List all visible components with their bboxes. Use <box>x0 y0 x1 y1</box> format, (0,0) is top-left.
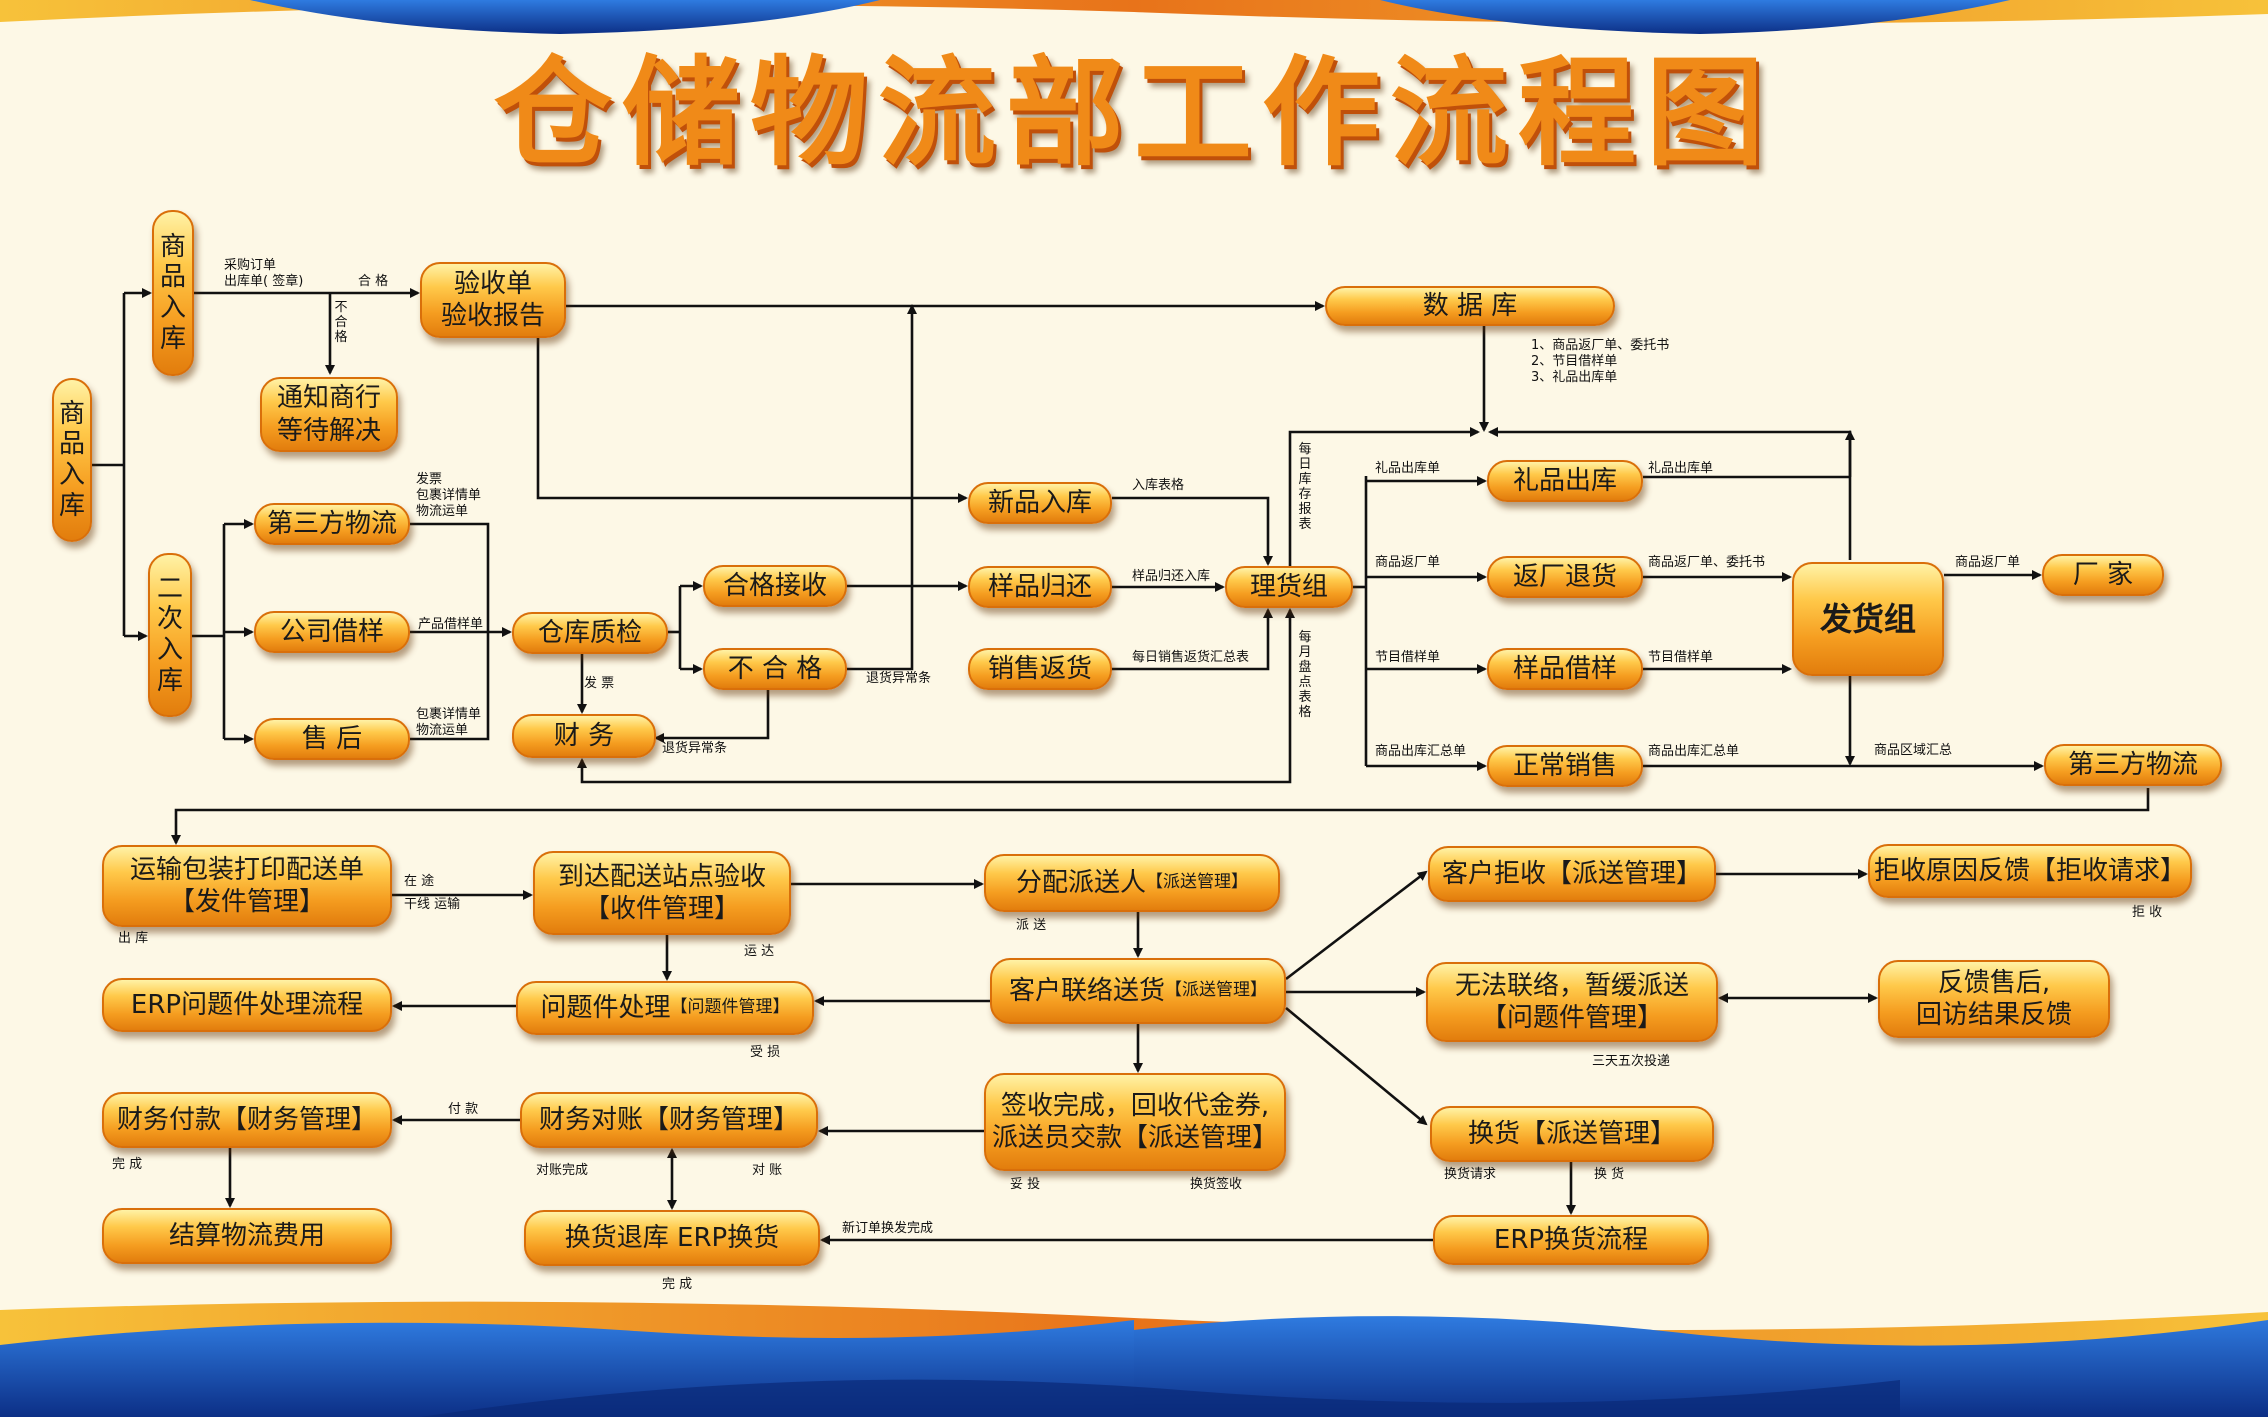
label-purchase-order: 采购订单 出库单( 签章) <box>224 258 304 289</box>
label-return-factory-right: 商品返厂单、委托书 <box>1648 555 1766 570</box>
node-third-party-right: 第三方物流 <box>2044 744 2222 786</box>
label-in-transit: 在 途 <box>404 874 435 889</box>
label-product-loan-doc: 产品借样单 <box>418 617 484 632</box>
label-sample-return-doc: 样品归还入库 <box>1132 569 1211 584</box>
node-sample-loan: 样品借样 <box>1487 648 1643 690</box>
node-settle-fee: 结算物流费用 <box>102 1208 392 1264</box>
node-finance: 财 务 <box>512 714 656 758</box>
label-monthly-stocktake: 每月盘点表格 <box>1298 630 1312 720</box>
node-second-inbound: 二 次 入 库 <box>148 553 192 717</box>
node-inspection: 验收单 验收报告 <box>420 262 566 338</box>
node-third-party-top: 第三方物流 <box>254 503 410 545</box>
label-invoice: 发 票 <box>584 676 615 691</box>
node-cannot-contact: 无法联络，暂缓派送 【问题件管理】 <box>1426 962 1718 1042</box>
node-customer-reject: 客户拒收【派送管理】 <box>1428 846 1716 902</box>
label-reject: 拒 收 <box>2132 905 2163 920</box>
node-unqualified: 不 合 格 <box>703 648 847 690</box>
bottom-blue-wave-3 <box>420 1379 1900 1417</box>
label-reconcile-done: 对账完成 <box>536 1163 589 1178</box>
node-gift-out: 礼品出库 <box>1487 460 1643 502</box>
node-reject-reason: 拒收原因反馈【拒收请求】 <box>1868 844 2192 898</box>
label-return-exception-2: 退货异常条 <box>662 741 728 756</box>
node-shipping-group: 发货组 <box>1792 562 1944 676</box>
label-dispatch: 派 送 <box>1016 918 1047 933</box>
page-title: 仓储物流部工作流程图 <box>493 44 1774 182</box>
node-inbound-main: 商 品 入 库 <box>52 378 92 542</box>
label-out-warehouse: 出 库 <box>118 931 149 946</box>
label-completed-2: 完 成 <box>662 1277 693 1292</box>
node-customer-delivery: 客户联络送货【派送管理】 <box>990 958 1286 1024</box>
label-completed-1: 完 成 <box>112 1157 143 1172</box>
label-three-days: 三天五次投递 <box>1592 1054 1671 1069</box>
label-daily-sales-return: 每日销售返货汇总表 <box>1132 650 1250 665</box>
node-after-sales: 售 后 <box>254 718 410 760</box>
node-arrival-check: 到达配送站点验收 【收件管理】 <box>533 851 791 935</box>
assign-courier-tag: 【派送管理】 <box>1146 872 1248 893</box>
label-damaged: 受 损 <box>750 1045 781 1060</box>
label-after-sales-docs: 包裹详情单 物流运单 <box>416 707 482 738</box>
label-arrived: 运 达 <box>744 944 775 959</box>
label-gift-out-left: 礼品出库单 <box>1375 461 1441 476</box>
node-manufacturer: 厂 家 <box>2042 554 2164 596</box>
label-inbound-form: 入库表格 <box>1132 478 1185 493</box>
node-goods-inbound: 商 品 入 库 <box>152 210 194 376</box>
node-normal-sales: 正常销售 <box>1487 745 1643 787</box>
node-erp-problem: ERP问题件处理流程 <box>102 978 392 1032</box>
label-daily-stock-report: 每日库存报表 <box>1298 442 1312 532</box>
label-return-exception-1: 退货异常条 <box>866 671 932 686</box>
node-problem-handle: 问题件处理【问题件管理】 <box>516 981 814 1035</box>
node-tally-group: 理货组 <box>1225 566 1353 608</box>
node-database: 数 据 库 <box>1325 286 1615 326</box>
problem-handle-tag: 【问题件管理】 <box>670 997 790 1018</box>
label-db-notes: 1、商品返厂单、委托书 2、节目借样单 3、礼品出库单 <box>1531 338 1670 385</box>
label-paid: 付 款 <box>448 1102 479 1117</box>
customer-delivery-tag: 【派送管理】 <box>1165 980 1267 1001</box>
assign-courier-text: 分配派送人 <box>1015 867 1146 898</box>
node-sales-return: 销售返货 <box>968 648 1112 690</box>
node-finance-pay: 财务付款【财务管理】 <box>102 1092 392 1148</box>
node-erp-exchange-flow: ERP换货流程 <box>1433 1215 1709 1265</box>
label-sample-loan-left: 节目借样单 <box>1375 650 1441 665</box>
bottom-blue-wave-2 <box>1134 1316 2268 1417</box>
node-warehouse-qc: 仓库质检 <box>512 612 668 654</box>
label-gift-out-right: 礼品出库单 <box>1648 461 1714 476</box>
label-reconcile: 对 账 <box>752 1163 783 1178</box>
top-blue-wave-1 <box>250 0 880 34</box>
node-exchange: 换货【派送管理】 <box>1430 1106 1714 1162</box>
label-exchange-signed: 换货签收 <box>1190 1177 1243 1192</box>
node-sample-return: 样品归还 <box>968 566 1112 608</box>
node-company-sample: 公司借样 <box>254 611 410 653</box>
label-to-manufacturer: 商品返厂单 <box>1955 555 2021 570</box>
label-return-factory-left: 商品返厂单 <box>1375 555 1441 570</box>
label-sample-loan-right: 节目借样单 <box>1648 650 1714 665</box>
node-qualified: 合格接收 <box>703 565 847 607</box>
node-assign-courier: 分配派送人【派送管理】 <box>984 854 1280 912</box>
label-third-party-docs: 发票 包裹详情单 物流运单 <box>416 472 482 519</box>
label-pass: 合 格 <box>358 274 389 289</box>
node-feedback-aftersales: 反馈售后, 回访结果反馈 <box>1878 960 2110 1038</box>
label-new-order-done: 新订单换发完成 <box>842 1221 934 1236</box>
label-sales-summary-right: 商品出库汇总单 <box>1648 744 1740 759</box>
node-new-goods: 新品入库 <box>968 482 1112 524</box>
label-exchange-arrow: 换 货 <box>1594 1167 1625 1182</box>
node-finance-reconcile: 财务对账【财务管理】 <box>520 1092 818 1148</box>
node-signed: 签收完成，回收代金券, 派送员交款【派送管理】 <box>984 1073 1286 1171</box>
label-trunk-transport: 干线 运输 <box>404 897 461 912</box>
problem-handle-text: 问题件处理 <box>540 992 671 1023</box>
label-region-summary: 商品区域汇总 <box>1874 743 1953 758</box>
node-exchange-return: 换货退库 ERP换货 <box>524 1210 820 1266</box>
node-return-factory: 返厂退货 <box>1487 556 1643 598</box>
node-notify-supplier: 通知商行 等待解决 <box>260 377 398 452</box>
label-delivered: 妥 投 <box>1010 1177 1041 1192</box>
top-blue-wave-2 <box>1380 0 2010 34</box>
node-transport-pack: 运输包装打印配送单 【发件管理】 <box>102 845 392 927</box>
label-exchange-request: 换货请求 <box>1444 1167 1497 1182</box>
customer-delivery-text: 客户联络送货 <box>1008 975 1165 1006</box>
label-sales-summary-left: 商品出库汇总单 <box>1375 744 1467 759</box>
label-fail: 不合格 <box>334 300 348 345</box>
